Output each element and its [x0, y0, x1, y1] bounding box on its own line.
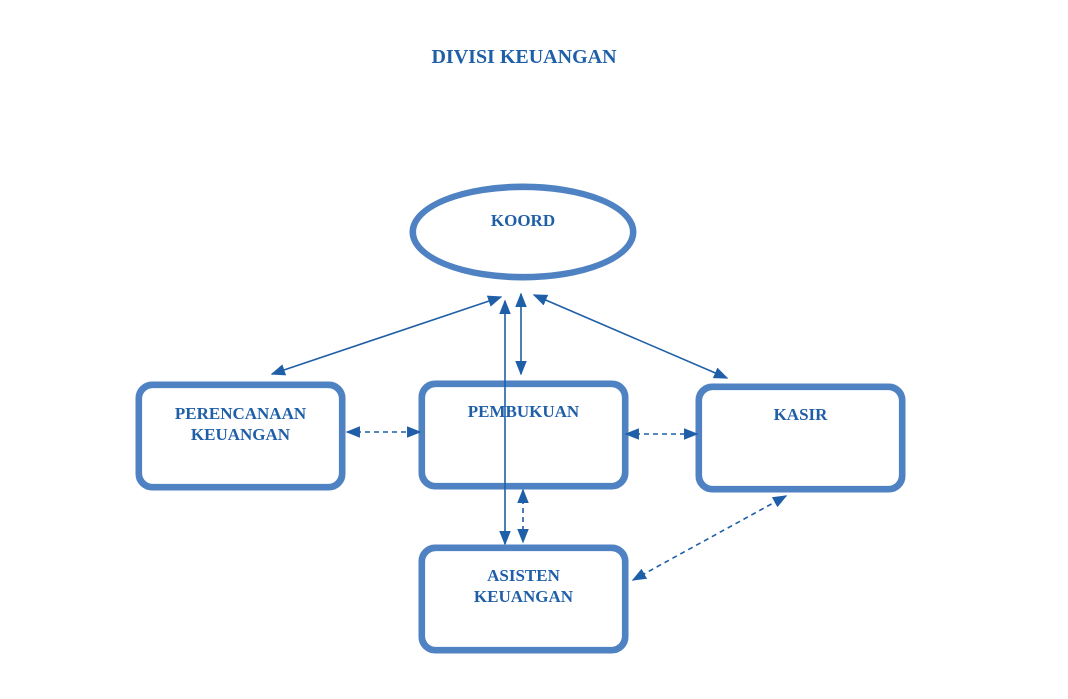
node-pembukuan-label: PEMBUKUAN — [467, 402, 580, 421]
node-asisten-line1: ASISTEN — [487, 566, 560, 585]
dashed-arrow-kasir-asisten — [631, 495, 788, 581]
node-koord-shape — [409, 183, 637, 281]
node-asisten-label: ASISTEN KEUANGAN — [422, 565, 625, 607]
node-kasir-shape — [695, 383, 906, 493]
node-perencanaan-shape — [135, 381, 346, 491]
diagram-title: DIVISI KEUANGAN — [431, 46, 617, 68]
node-perencanaan-line1: PERENCANAAN — [174, 404, 307, 423]
node-asisten-line2: KEUANGAN — [473, 587, 574, 606]
node-perencanaan-label: PERENCANAAN KEUANGAN — [139, 403, 342, 445]
node-asisten-shape — [418, 544, 629, 654]
node-koord-label: KOORD — [490, 211, 556, 230]
node-perencanaan-line2: KEUANGAN — [190, 425, 291, 444]
node-kasir-label: KASIR — [773, 405, 828, 424]
arrow-koord-perencanaan — [270, 295, 503, 376]
arrow-koord-kasir — [532, 294, 729, 379]
node-pembukuan-shape — [418, 380, 629, 490]
